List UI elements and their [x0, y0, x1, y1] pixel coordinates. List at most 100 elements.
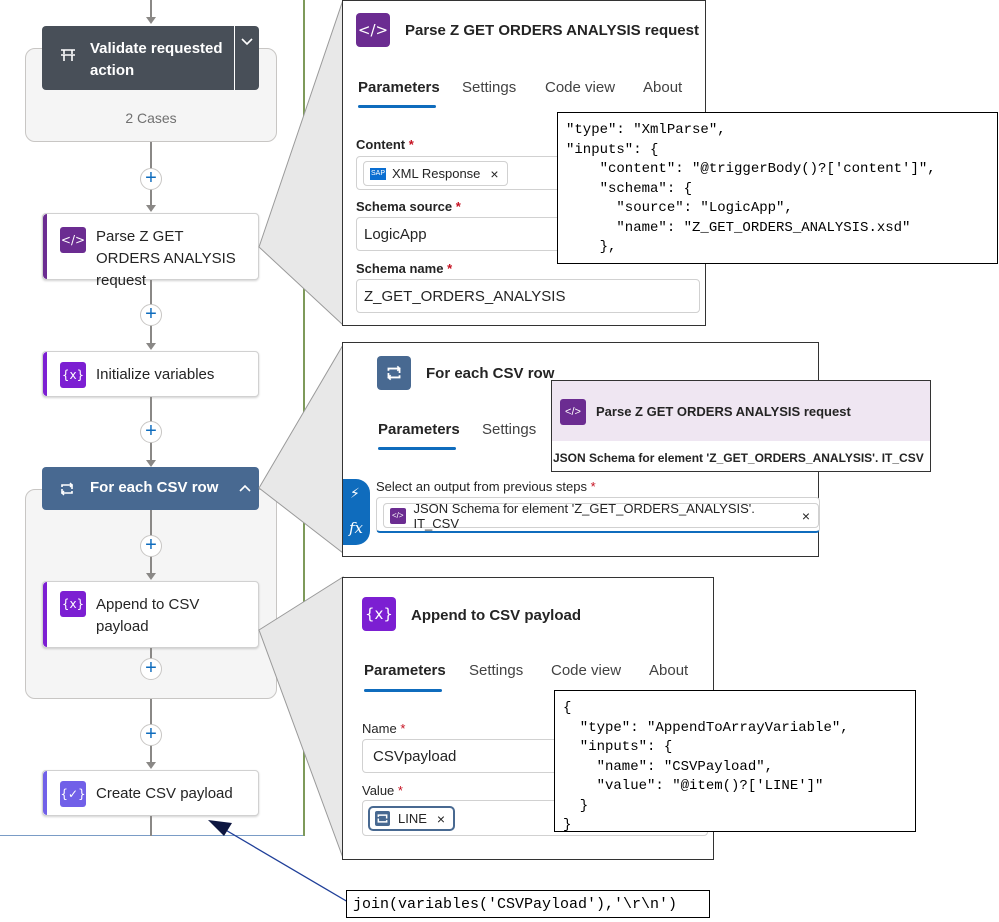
remove-token-icon[interactable]: × [490, 165, 499, 182]
connector-arrow [146, 205, 156, 212]
chevron-up-icon[interactable] [238, 481, 252, 499]
initialize-variables-card[interactable]: {x} Initialize variables [42, 351, 259, 397]
join-expression-callout: join(variables('CSVPayload'),'\r\n') [346, 890, 710, 918]
active-tab-indicator [364, 689, 442, 692]
content-label: Content * [356, 137, 414, 152]
add-step-button[interactable]: + [140, 304, 162, 326]
add-step-button[interactable]: + [140, 658, 162, 680]
add-step-button[interactable]: + [140, 168, 162, 190]
schema-name-label-text: Schema name [356, 261, 444, 276]
tab-code-view[interactable]: Code view [545, 79, 616, 96]
variable-icon: {x} [60, 362, 86, 388]
required-mark: * [447, 261, 453, 276]
variable-icon: {x} [362, 597, 396, 631]
content-label-text: Content [356, 137, 406, 152]
required-mark: * [590, 479, 596, 494]
card-accent [43, 214, 47, 279]
content-token[interactable]: SAP XML Response × [363, 161, 508, 186]
content-token-text: XML Response [392, 166, 481, 181]
loop-icon [375, 811, 390, 826]
sap-icon: SAP [370, 167, 386, 180]
card-accent [43, 352, 47, 396]
parse-code-snippet: "type": "XmlParse", "inputs": { "content… [557, 112, 998, 264]
token-tooltip: </> Parse Z GET ORDERS ANALYSIS request … [551, 380, 931, 472]
expression-icon[interactable]: fx [349, 519, 364, 537]
foreach-action-card[interactable]: For each CSV row [42, 467, 259, 510]
switch-icon [58, 46, 78, 66]
card-accent [43, 582, 47, 647]
create-csv-label: Create CSV payload [96, 785, 233, 802]
remove-token-icon[interactable]: × [801, 507, 810, 524]
tab-parameters[interactable]: Parameters [358, 79, 440, 96]
schema-name-field[interactable]: Z_GET_ORDERS_ANALYSIS [356, 279, 700, 313]
append-action-card[interactable]: {x} Append to CSV payload [42, 581, 259, 648]
tab-about[interactable]: About [643, 79, 683, 96]
panel-title: Append to CSV payload [411, 607, 582, 624]
tab-parameters[interactable]: Parameters [378, 421, 460, 438]
xml-parse-icon: </> [560, 399, 586, 425]
required-mark: * [397, 783, 403, 798]
initialize-variables-label: Initialize variables [96, 366, 215, 383]
validate-label: Validate requested action [90, 40, 223, 79]
append-label: Append to CSV payload [96, 596, 200, 635]
loop-icon [58, 480, 76, 498]
parse-label: Parse Z GET ORDERS ANALYSIS request [96, 228, 236, 289]
tab-settings[interactable]: Settings [462, 79, 517, 96]
create-csv-card[interactable]: {✓} Create CSV payload [42, 770, 259, 816]
select-output-field[interactable]: </> JSON Schema for element 'Z_GET_ORDER… [376, 497, 820, 533]
connector-arrow [146, 460, 156, 467]
xml-parse-icon: </> [390, 507, 406, 524]
schema-name-label: Schema name * [356, 261, 452, 276]
connector-arrow [146, 762, 156, 769]
remove-token-icon[interactable]: × [436, 810, 446, 827]
cases-count[interactable]: 2 Cases [125, 110, 177, 126]
name-label: Name * [362, 721, 405, 736]
panel-title: Parse Z GET ORDERS ANALYSIS request [405, 22, 699, 39]
tab-code-view[interactable]: Code view [551, 662, 622, 679]
active-tab-indicator [378, 447, 456, 450]
active-tab-indicator [358, 105, 436, 108]
connector-line [150, 0, 152, 20]
xml-parse-icon: </> [60, 227, 86, 253]
required-mark: * [455, 199, 461, 214]
tooltip-text: JSON Schema for element 'Z_GET_ORDERS_AN… [553, 451, 924, 465]
add-step-button[interactable]: + [140, 535, 162, 557]
xml-parse-icon: </> [356, 13, 390, 47]
value-token[interactable]: LINE × [368, 806, 456, 831]
schema-source-label-text: Schema source [356, 199, 453, 214]
validate-action-card[interactable]: Validate requested action [42, 26, 259, 90]
add-step-button[interactable]: + [140, 421, 162, 443]
variable-icon: {x} [60, 591, 86, 617]
name-label-text: Name [362, 721, 397, 736]
connector-arrow [146, 573, 156, 580]
tab-about[interactable]: About [649, 662, 689, 679]
content-field[interactable]: SAP XML Response × [356, 156, 700, 190]
tab-parameters[interactable]: Parameters [364, 662, 446, 679]
connector-arrow [146, 343, 156, 350]
card-accent [43, 771, 47, 815]
select-output-label: Select an output from previous steps * [376, 479, 596, 494]
connector-line [150, 648, 152, 660]
schema-source-label: Schema source * [356, 199, 461, 214]
required-mark: * [400, 721, 406, 736]
value-token-text: LINE [398, 811, 427, 826]
compose-icon: {✓} [60, 781, 86, 807]
connector-arrow [146, 17, 156, 24]
add-step-button[interactable]: + [140, 724, 162, 746]
append-code-snippet: { "type": "AppendToArrayVariable", "inpu… [554, 690, 916, 833]
loop-icon [377, 356, 411, 390]
tooltip-header [552, 381, 930, 441]
connector-line [150, 816, 152, 836]
tab-settings[interactable]: Settings [469, 662, 524, 679]
panel-title: For each CSV row [426, 365, 555, 382]
output-token[interactable]: </> JSON Schema for element 'Z_GET_ORDER… [383, 501, 819, 531]
select-output-label-text: Select an output from previous steps [376, 479, 588, 494]
foreach-label: For each CSV row [90, 479, 219, 496]
chevron-down-icon[interactable] [234, 26, 259, 90]
dynamic-content-toggle[interactable]: ⚡ fx [343, 479, 370, 545]
parse-action-card[interactable]: </> Parse Z GET ORDERS ANALYSIS request [42, 213, 259, 289]
lightning-icon[interactable]: ⚡ [350, 485, 360, 501]
tooltip-title: Parse Z GET ORDERS ANALYSIS request [596, 404, 851, 419]
tab-settings[interactable]: Settings [482, 421, 537, 438]
